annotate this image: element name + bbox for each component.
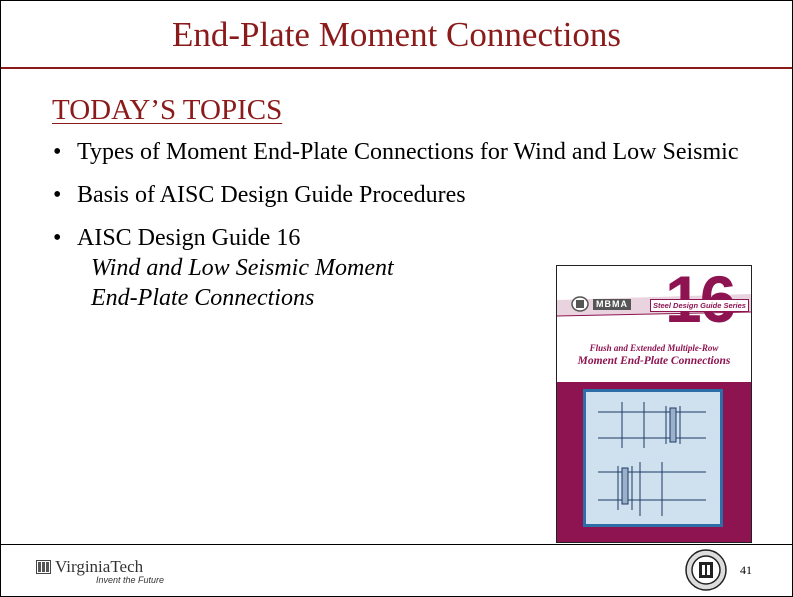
cover-series: Steel Design Guide Series bbox=[650, 299, 749, 312]
topic-item: • AISC Design Guide 16 Wind and Low Seis… bbox=[53, 223, 517, 313]
vt-name: VirginiaTech bbox=[55, 557, 144, 576]
footer-divider bbox=[1, 544, 792, 545]
bullet-marker: • bbox=[53, 182, 62, 208]
design-guide-cover: 16 Steel Design Guide Series MBMA Flush … bbox=[556, 265, 752, 543]
cover-top-panel: 16 Steel Design Guide Series MBMA Flush … bbox=[557, 266, 751, 382]
cover-subtitle-line1: Flush and Extended Multiple-Row bbox=[589, 343, 719, 353]
topic-text: AISC Design Guide 16 bbox=[77, 225, 301, 251]
title-divider bbox=[1, 67, 792, 69]
cover-org: MBMA bbox=[593, 299, 631, 310]
topic-subline: Wind and Low Seismic Moment bbox=[91, 255, 394, 281]
bullet-marker: • bbox=[53, 139, 62, 165]
vt-tagline: Invent the Future bbox=[96, 575, 165, 585]
cover-connection-drawing bbox=[583, 389, 723, 527]
page-number: 41 bbox=[740, 563, 752, 577]
topic-item: • Types of Moment End-Plate Connections … bbox=[53, 137, 753, 167]
topic-subline: End-Plate Connections bbox=[91, 285, 315, 311]
vt-seal-icon bbox=[36, 560, 51, 574]
topic-item: • Basis of AISC Design Guide Procedures bbox=[53, 180, 753, 210]
aisc-mini-icon bbox=[571, 296, 589, 312]
topic-text: Basis of AISC Design Guide Procedures bbox=[77, 182, 466, 208]
bullet-marker: • bbox=[53, 225, 62, 251]
slide-subtitle: TODAY’S TOPICS bbox=[52, 94, 283, 126]
cover-subtitle-line2: Moment End-Plate Connections bbox=[577, 355, 731, 367]
aisc-seal-icon bbox=[685, 549, 727, 591]
endplate-drawing-icon bbox=[598, 402, 706, 516]
topic-text: Types of Moment End-Plate Connections fo… bbox=[77, 139, 739, 165]
virginia-tech-logo: VirginiaTech Invent the Future bbox=[36, 556, 236, 592]
cover-logos: MBMA bbox=[571, 296, 651, 312]
slide-title: End-Plate Moment Connections bbox=[171, 15, 622, 54]
topic-list: • Types of Moment End-Plate Connections … bbox=[53, 137, 753, 326]
